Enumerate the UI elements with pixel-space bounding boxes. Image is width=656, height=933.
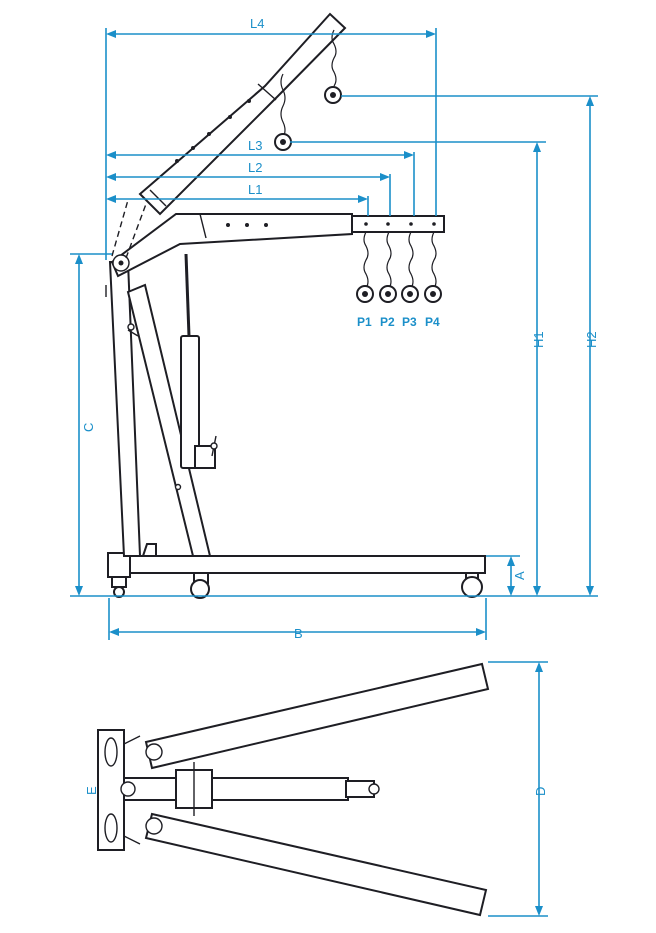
top-view-dimensions: D E <box>84 661 548 917</box>
mast-tie <box>127 329 139 337</box>
base-latch <box>141 543 157 557</box>
label-b: B <box>294 626 303 641</box>
diagonal-brace <box>126 283 212 557</box>
label-p4: P4 <box>425 315 440 329</box>
pump-valve <box>210 442 218 450</box>
rear-caster <box>113 586 125 598</box>
ram-rod <box>184 253 191 337</box>
raised-boom <box>138 12 347 216</box>
boom-extension <box>351 215 445 233</box>
brace-bolt <box>174 483 182 491</box>
pump-body <box>194 445 216 469</box>
middle-wheel <box>190 579 210 599</box>
front-wheel <box>461 576 483 598</box>
base-leg <box>107 555 486 574</box>
label-p3: P3 <box>402 315 417 329</box>
raised-chain-l3 <box>280 73 286 139</box>
label-c: C <box>81 423 96 432</box>
label-l2: L2 <box>248 160 262 175</box>
label-l3: L3 <box>248 138 262 153</box>
label-l4: L4 <box>250 16 264 31</box>
raised-boom-ghost <box>111 199 129 257</box>
label-e: E <box>84 786 99 795</box>
label-h1: H1 <box>531 331 546 348</box>
label-p1: P1 <box>357 315 372 329</box>
crane-side-view <box>105 12 486 599</box>
ram-cylinder <box>180 335 200 469</box>
raised-chain-l4 <box>331 29 337 87</box>
label-h2: H2 <box>584 331 599 348</box>
label-d: D <box>533 787 548 796</box>
rear-foot-plate <box>111 576 127 588</box>
top-view-upper-leg <box>144 662 490 770</box>
main-boom <box>110 213 353 278</box>
label-a: A <box>512 571 527 580</box>
top-view-boom <box>123 777 349 801</box>
boom-chains <box>356 231 442 303</box>
label-l1: L1 <box>248 182 262 197</box>
label-p2: P2 <box>380 315 395 329</box>
mast-bolt <box>127 323 135 331</box>
side-view-dimensions: L4 L3 L2 L1 P1 P2 P3 P4 H1 H <box>70 16 599 641</box>
crane-top-view <box>97 662 490 917</box>
boom-joint <box>199 213 207 239</box>
top-view-lower-leg <box>144 812 488 917</box>
